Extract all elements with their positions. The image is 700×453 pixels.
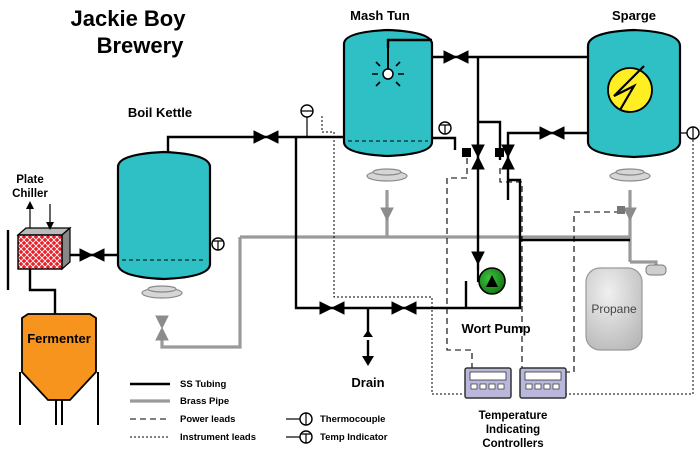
valve-icon[interactable] (79, 248, 105, 262)
legend-brass-pipe: Brass Pipe (180, 396, 229, 407)
fermenter-label: Fermenter (27, 331, 91, 346)
drain-label: Drain (351, 375, 384, 390)
boil-kettle: Boil Kettle (116, 105, 212, 281)
boil-kettle-label: Boil Kettle (128, 105, 192, 120)
legend-temp-indicator: Temp Indicator (320, 432, 388, 443)
ss-tubing (6, 55, 630, 335)
legend-instrument-leads: Instrument leads (180, 432, 256, 443)
mash-tun: Mash Tun (342, 8, 434, 158)
propane-tank: Propane (585, 264, 667, 351)
mash-tun-burner (366, 168, 408, 182)
wort-pump-label: Wort Pump (461, 321, 530, 336)
kettle-burner (141, 285, 183, 299)
instrument-leads (321, 116, 694, 395)
gas-valve-icon[interactable] (623, 207, 637, 222)
legend-ss-tubing: SS Tubing (180, 379, 226, 390)
brass-gas-pipes (160, 190, 658, 349)
gas-valves (155, 206, 637, 341)
sparge-vessel: Sparge (586, 8, 682, 159)
mash-tun-label: Mash Tun (350, 8, 410, 23)
valve-icon[interactable] (443, 50, 469, 64)
controllers-label-1: Temperature (479, 410, 548, 422)
controllers-label-3: Controllers (482, 438, 543, 450)
gas-valve-icon[interactable] (380, 207, 394, 222)
legend-power-leads: Power leads (180, 414, 235, 425)
controllers-label-2: Indicating (486, 424, 540, 436)
wort-pump: Wort Pump (461, 267, 531, 336)
propane-label: Propane (591, 302, 637, 316)
chiller-label-2: Chiller (12, 188, 48, 200)
chiller-label-1: Plate (16, 174, 44, 186)
drain: Drain (351, 330, 385, 390)
valve-icon[interactable] (391, 301, 417, 315)
title-line-1: Jackie Boy (71, 6, 187, 31)
sparge-arm-icon (372, 48, 404, 87)
valve-icon[interactable] (253, 130, 279, 144)
legend: SS Tubing Brass Pipe Power leads Instrum… (130, 379, 388, 444)
sparge-burner (609, 168, 651, 182)
title-line-2: Brewery (97, 33, 185, 58)
ss-valves (79, 50, 565, 315)
instruments (211, 104, 700, 251)
legend-thermocouple: Thermocouple (320, 414, 385, 425)
plate-chiller: Plate Chiller (12, 174, 72, 271)
valve-icon[interactable] (501, 144, 515, 170)
sparge-label: Sparge (612, 8, 656, 23)
valve-icon[interactable] (319, 301, 345, 315)
temperature-controllers: Temperature Indicating Controllers (464, 367, 567, 450)
valve-icon[interactable] (539, 126, 565, 140)
fermenter: Fermenter (19, 313, 99, 425)
power-leads (446, 148, 620, 373)
gas-valve-icon[interactable] (155, 315, 169, 341)
check-valve-icon[interactable] (471, 251, 485, 266)
heating-element-icon (607, 67, 653, 113)
valve-icon[interactable] (471, 144, 485, 170)
